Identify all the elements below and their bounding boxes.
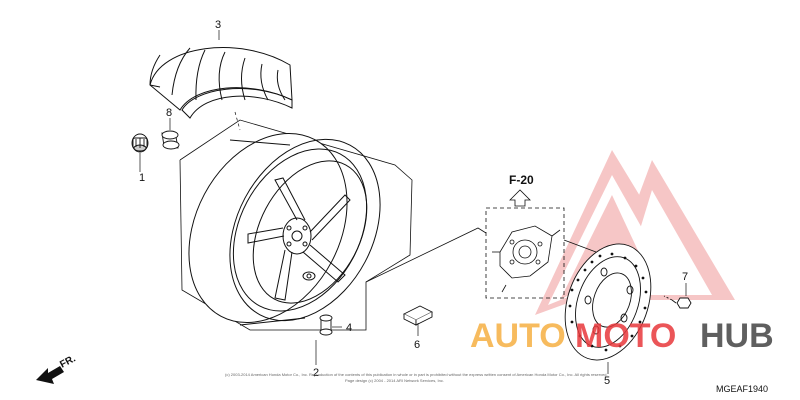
valve-cap: [131, 133, 149, 153]
wheel-nut: [319, 314, 333, 336]
disc-leader: [563, 239, 597, 253]
direction-label: FR.: [58, 353, 78, 370]
watermark-part-1: AUTO: [470, 317, 566, 355]
callout-6: 6: [414, 339, 420, 351]
tire-section: [149, 47, 293, 119]
brake-disc: [564, 243, 652, 361]
flange-part: [492, 225, 561, 293]
assembly-leader: [365, 227, 487, 283]
copyright-line-2: Page design (c) 2004 - 2014 ARI Network …: [345, 378, 444, 383]
balance-weight: [402, 305, 434, 326]
callout-2: 2: [313, 367, 319, 379]
tire-leader: [234, 111, 241, 131]
callout-7: 7: [682, 271, 688, 283]
callout-1: 1: [139, 172, 145, 184]
callout-3: 3: [215, 19, 221, 31]
reference-box: [485, 189, 565, 299]
front-direction-arrow: FR.: [36, 353, 78, 384]
watermark-part-2: MOTO: [575, 317, 676, 355]
watermark-text: AUTO MOTO HUB: [470, 317, 774, 355]
callout-leaders: [139, 30, 687, 374]
reference-label: F-20: [509, 173, 534, 187]
watermark-part-3: HUB: [700, 317, 774, 355]
valve-stem: [161, 130, 180, 150]
rear-wheel: [179, 119, 413, 331]
callout-5: 5: [604, 375, 610, 387]
callout-4: 4: [346, 322, 352, 334]
diagram-code: MGEAF1940: [716, 384, 768, 394]
copyright-line-1: (c) 2003-2014 American Honda Motor Co., …: [225, 372, 608, 377]
disc-bolt: [663, 295, 692, 309]
callout-8: 8: [166, 107, 172, 119]
